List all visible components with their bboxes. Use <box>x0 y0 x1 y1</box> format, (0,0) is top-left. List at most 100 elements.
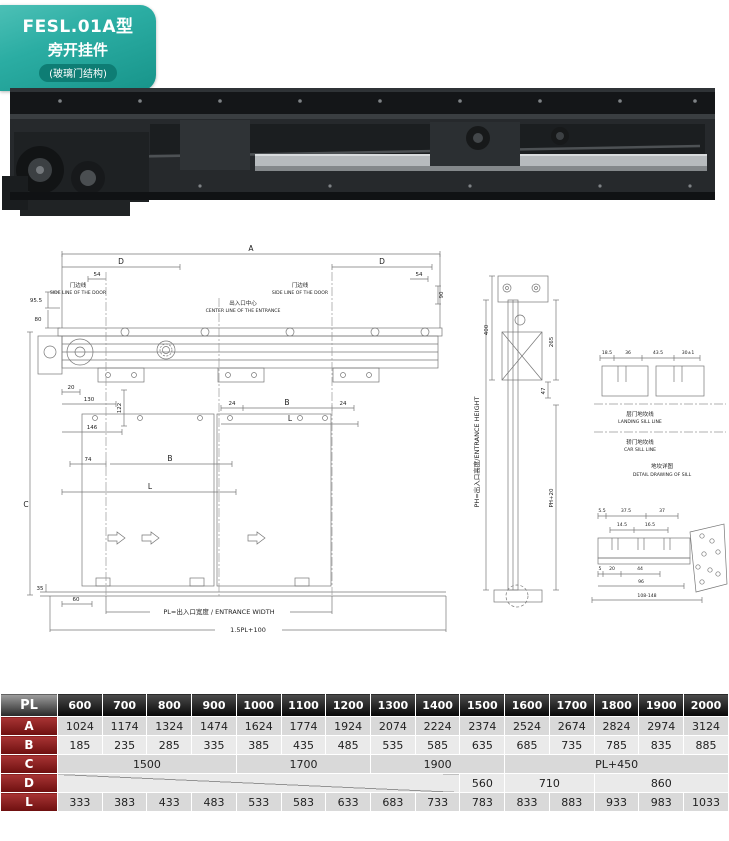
spec-cell: 860 <box>593 773 729 793</box>
spec-cell: 485 <box>325 735 372 755</box>
spec-cell: 1624 <box>235 716 282 736</box>
dim-c-label: C <box>23 500 28 509</box>
pl-column-header: 1900 <box>638 693 685 717</box>
pl-column-header: 1700 <box>548 693 595 717</box>
spec-cell: 883 <box>548 792 595 812</box>
center-line-en: CENTER LINE OF THE ENTRANCE <box>206 308 281 314</box>
spec-cell: 683 <box>370 792 416 812</box>
spec-cell: 1324 <box>146 716 193 736</box>
sill-detail-title-cn: 地坎详图 <box>651 462 674 470</box>
spec-cell: 1174 <box>101 716 148 736</box>
row-label-d: D <box>0 773 58 793</box>
dim-95-5-label: 95.5 <box>30 298 43 304</box>
side-line-left-en: SIDE LINE OF THE DOOR <box>50 290 107 296</box>
spec-cell: 285 <box>146 735 193 755</box>
spec-cell: 585 <box>414 735 461 755</box>
overall-width-label: 1.5PL+100 <box>230 626 266 634</box>
spec-cell: 1500 <box>57 754 237 774</box>
spec-cell: 2524 <box>504 716 550 736</box>
dim-60-label: 60 <box>73 597 80 603</box>
dim-14-5-label: 14.5 <box>617 522 627 528</box>
spec-cell: 2074 <box>370 716 416 736</box>
dim-l-right-label: L <box>288 414 293 423</box>
spec-cell: 185 <box>57 735 103 755</box>
technical-drawing: A D D 54 54 90 95.5 80 门边线 SIDE LINE OF … <box>23 244 728 634</box>
spec-cell: 235 <box>101 735 148 755</box>
side-line-right-en: SIDE LINE OF THE DOOR <box>272 290 329 296</box>
dim-74-label: 74 <box>85 457 92 463</box>
table-corner-pl: PL <box>0 693 58 717</box>
dim-37-5-label: 37.5 <box>621 508 631 514</box>
sill-centerlines <box>594 403 726 433</box>
main-view-geometry <box>27 251 447 632</box>
spec-cell: 335 <box>191 735 237 755</box>
spec-cell: 735 <box>548 735 595 755</box>
structure-note: (玻璃门结构) <box>39 64 117 82</box>
dim-20-label: 20 <box>68 385 75 391</box>
spec-cell: 383 <box>101 792 148 812</box>
pl-column-header: 900 <box>191 693 237 717</box>
pl-column-header: 1800 <box>593 693 640 717</box>
pl-column-header: 1300 <box>370 693 416 717</box>
dim-l-left-label: L <box>148 482 153 491</box>
spec-cell: 833 <box>504 792 550 812</box>
pl-column-header: 1100 <box>280 693 327 717</box>
dim-47-label: 47 <box>541 387 547 394</box>
landing-sill-cn: 层门地坎线 <box>626 410 654 418</box>
spec-cell: 2824 <box>593 716 640 736</box>
spec-cell: 933 <box>593 792 640 812</box>
dim-d-left-label: D <box>118 257 124 266</box>
pl-column-header: 1000 <box>235 693 282 717</box>
spec-cell: 2224 <box>414 716 461 736</box>
row-label-a: A <box>0 716 58 736</box>
dim-b-right-label: B <box>284 398 289 407</box>
main-view-centerlines <box>105 272 333 598</box>
sill-detail-geometry <box>591 355 728 603</box>
product-name: 旁开挂件 <box>47 41 108 59</box>
dim-24-right-label: 24 <box>340 401 347 407</box>
dim-43-5-label: 43.5 <box>653 350 663 356</box>
dim-36-label: 36 <box>625 350 631 356</box>
landing-sill-en: LANDING SILL LINE <box>618 419 662 425</box>
spec-cell: 3124 <box>683 716 729 736</box>
entrance-height-label: PH=出入口高度/ENTRANCE HEIGHT <box>472 396 481 507</box>
dim-80-label: 80 <box>35 317 42 323</box>
pl-column-header: 1500 <box>459 693 506 717</box>
side-line-right-cn: 门边线 <box>292 281 309 289</box>
spec-cell: 785 <box>593 735 640 755</box>
pl-column-header: 1400 <box>414 693 461 717</box>
dim-5-5-label: 5.5 <box>598 508 605 514</box>
dim-130-label: 130 <box>84 397 95 403</box>
dim-d-right-label: D <box>379 257 385 266</box>
product-photo <box>2 88 715 216</box>
spec-cell: 535 <box>370 735 416 755</box>
dim-37-label: 37 <box>659 508 665 514</box>
spec-cell: 733 <box>414 792 461 812</box>
spec-cell: 560 <box>459 773 506 793</box>
spec-cell: 633 <box>325 792 372 812</box>
model-badge: FESL.01A型 旁开挂件 (玻璃门结构) <box>0 5 156 91</box>
spec-cell: PL+450 <box>504 754 729 774</box>
dim-122-label: 122 <box>117 403 123 414</box>
spec-cell: 333 <box>57 792 103 812</box>
spec-cell: 1924 <box>325 716 372 736</box>
dim-44-label: 44 <box>637 566 643 572</box>
dim-265-label: 265 <box>549 336 555 347</box>
dim-400-label: 400 <box>484 324 490 335</box>
dim-30-label: 30±1 <box>682 350 695 356</box>
spec-cell: 483 <box>191 792 237 812</box>
dim-90-label: 90 <box>439 291 445 298</box>
spec-cell: 1700 <box>235 754 372 774</box>
spec-cell: 1774 <box>280 716 327 736</box>
spec-cell <box>56 773 461 793</box>
spec-cell: 885 <box>683 735 729 755</box>
spec-cell: 433 <box>146 792 193 812</box>
dim-96-label: 96 <box>638 579 644 585</box>
spec-cell: 2974 <box>638 716 685 736</box>
